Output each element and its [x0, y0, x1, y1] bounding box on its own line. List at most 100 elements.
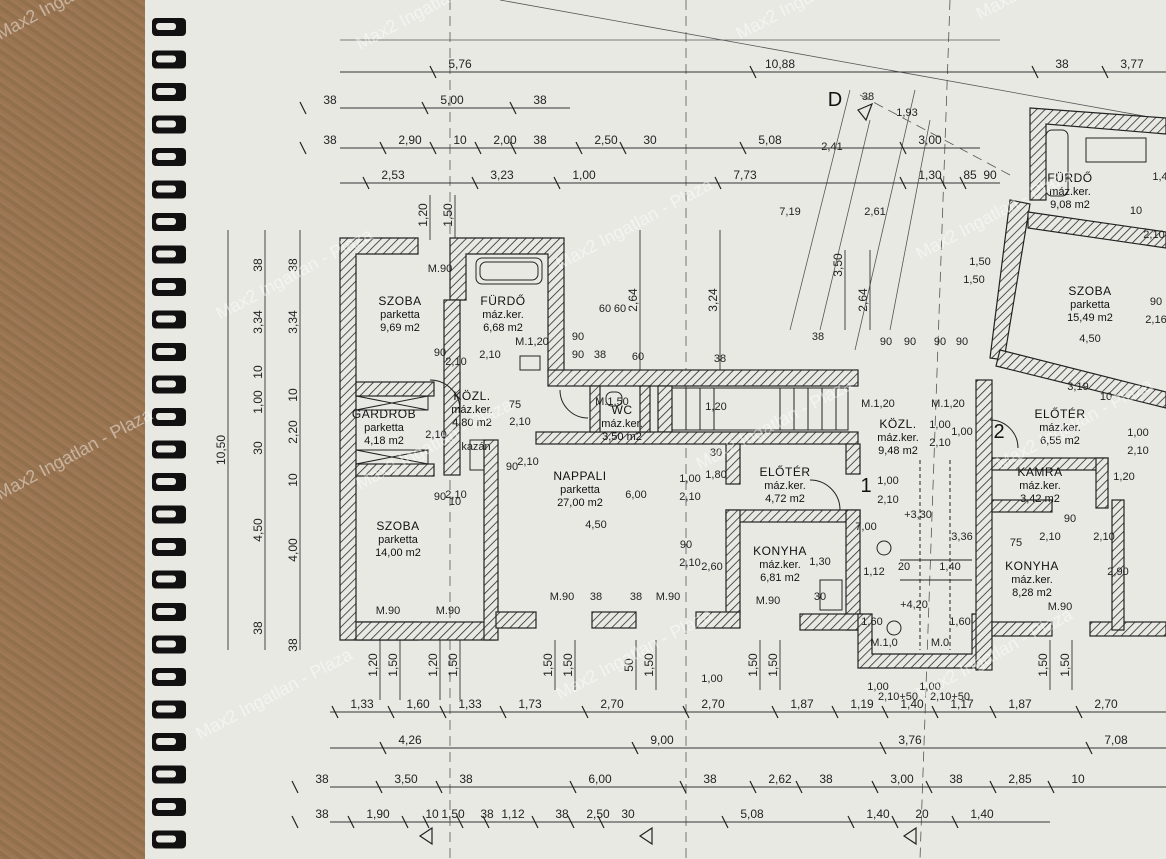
dimension-label: 1,60 [406, 697, 430, 711]
dimension-tick [439, 705, 447, 719]
wall-konyha-left [725, 509, 741, 615]
dimension-label: 1,50 [441, 203, 455, 227]
section-arrow-icon [857, 102, 874, 122]
dimension-label: 3,77 [1120, 57, 1144, 71]
dimension-tick [531, 815, 539, 829]
door-swing-2 [559, 389, 589, 419]
plan-note: 2,41 [821, 141, 842, 153]
plan-note: 4,50 [585, 519, 606, 531]
room-floor: parketta [380, 309, 421, 321]
plan-note: 2,10 [1093, 531, 1114, 543]
dimension-label: 10,88 [765, 57, 795, 71]
wall-eloter-left [725, 443, 741, 485]
dimension-label: 38 [819, 772, 833, 786]
plan-note: 1,00 [867, 681, 888, 693]
dimension-label: 1,33 [350, 697, 374, 711]
room-floor: máz.ker. [1039, 422, 1081, 434]
dimension-label: 1,12 [501, 807, 525, 821]
room-area: 3,50 m2 [602, 431, 642, 443]
dimension-label: 38 [286, 638, 300, 652]
plan-note: 1,50 [963, 274, 984, 286]
watermark-text: Max2 Ingatlan - Plaza [972, 0, 1136, 24]
dimension-tick [347, 815, 355, 829]
plan-note: 60 [599, 303, 611, 315]
binding-hole [156, 380, 176, 388]
dimension-label: 2,20 [286, 420, 300, 444]
wall-left-bottom [355, 621, 497, 641]
dimension-label: 38 [703, 772, 717, 786]
dimension-tick [1085, 741, 1093, 755]
plan-note: 90 [880, 336, 892, 348]
wall-eloter-right [845, 443, 861, 475]
binding-hole [156, 445, 176, 453]
dimension-tick [553, 176, 561, 190]
plan-note: 1,20 [705, 401, 726, 413]
construction-lines [340, 0, 1166, 859]
plan-note: 3,36 [951, 531, 972, 543]
dimension-label: 2,85 [1008, 772, 1032, 786]
binding-hole [156, 575, 176, 583]
wall-wc-side [589, 385, 601, 433]
plan-note: M.90 [756, 595, 780, 607]
wall-bottom-1 [495, 611, 537, 629]
dimension-label: 30 [251, 441, 265, 455]
dimension-label: 38 [555, 807, 569, 821]
dimension-tick [429, 141, 437, 155]
wall-stairwell [857, 613, 987, 669]
room-name: KÖZL. [453, 389, 490, 403]
section-marker: 1 [860, 475, 871, 497]
binding-hole [156, 640, 176, 648]
plan-note: 38 [862, 91, 874, 103]
binding-hole [156, 315, 176, 323]
dimension-label: 3,23 [490, 168, 514, 182]
binding-hole [156, 250, 176, 258]
bathtub-icon [475, 257, 543, 285]
dimension-label: 3,24 [706, 288, 720, 312]
room-name: SZOBA [1068, 284, 1111, 298]
dimension-tick [1101, 65, 1109, 79]
wall-right-mid [1027, 211, 1166, 249]
dimension-label: 2,70 [600, 697, 624, 711]
plan-note: 38 [630, 591, 642, 603]
stove-icon [819, 579, 843, 611]
plan-note: M.1,50 [595, 396, 629, 408]
room-area: 9,08 m2 [1050, 199, 1090, 211]
plan-note: 1,60 [861, 616, 882, 628]
plan-note: 90 [956, 336, 968, 348]
plan-note: 2,10 [445, 356, 466, 368]
dimension-label: 1,50 [1058, 653, 1072, 677]
dimension-label: 5,08 [740, 807, 764, 821]
dimension-label: 10 [1071, 772, 1085, 786]
dimension-tick [471, 176, 479, 190]
dimension-label: 38 [323, 93, 337, 107]
dimension-label: 2,50 [594, 133, 618, 147]
room-floor: máz.ker. [601, 418, 643, 430]
plan-note: 10 [1130, 205, 1142, 217]
room-area: 6,68 m2 [483, 322, 523, 334]
dimension-tick [831, 705, 839, 719]
dimension-label: 2,64 [626, 288, 640, 312]
dimension-tick [291, 815, 299, 829]
plan-note: 30 [710, 447, 722, 459]
room-floor: máz.ker. [451, 404, 493, 416]
plan-note: 90 [1150, 296, 1162, 308]
dimension-tick [379, 141, 387, 155]
plan-note: 2,10 [1039, 531, 1060, 543]
binding-hole [156, 770, 176, 778]
dimension-tick [1031, 65, 1039, 79]
plan-note: 2,10 [1127, 445, 1148, 457]
binding-hole [156, 283, 176, 290]
binding-hole [156, 543, 176, 550]
dimension-label: 38 [323, 133, 337, 147]
dimension-label: 6,00 [588, 772, 612, 786]
walls [339, 107, 1166, 671]
dimension-tick [631, 741, 639, 755]
room-floor: parketta [1070, 299, 1111, 311]
plan-note: 1,30 [809, 556, 830, 568]
room-area: 6,81 m2 [760, 572, 800, 584]
plan-note: 1,93 [896, 107, 917, 119]
